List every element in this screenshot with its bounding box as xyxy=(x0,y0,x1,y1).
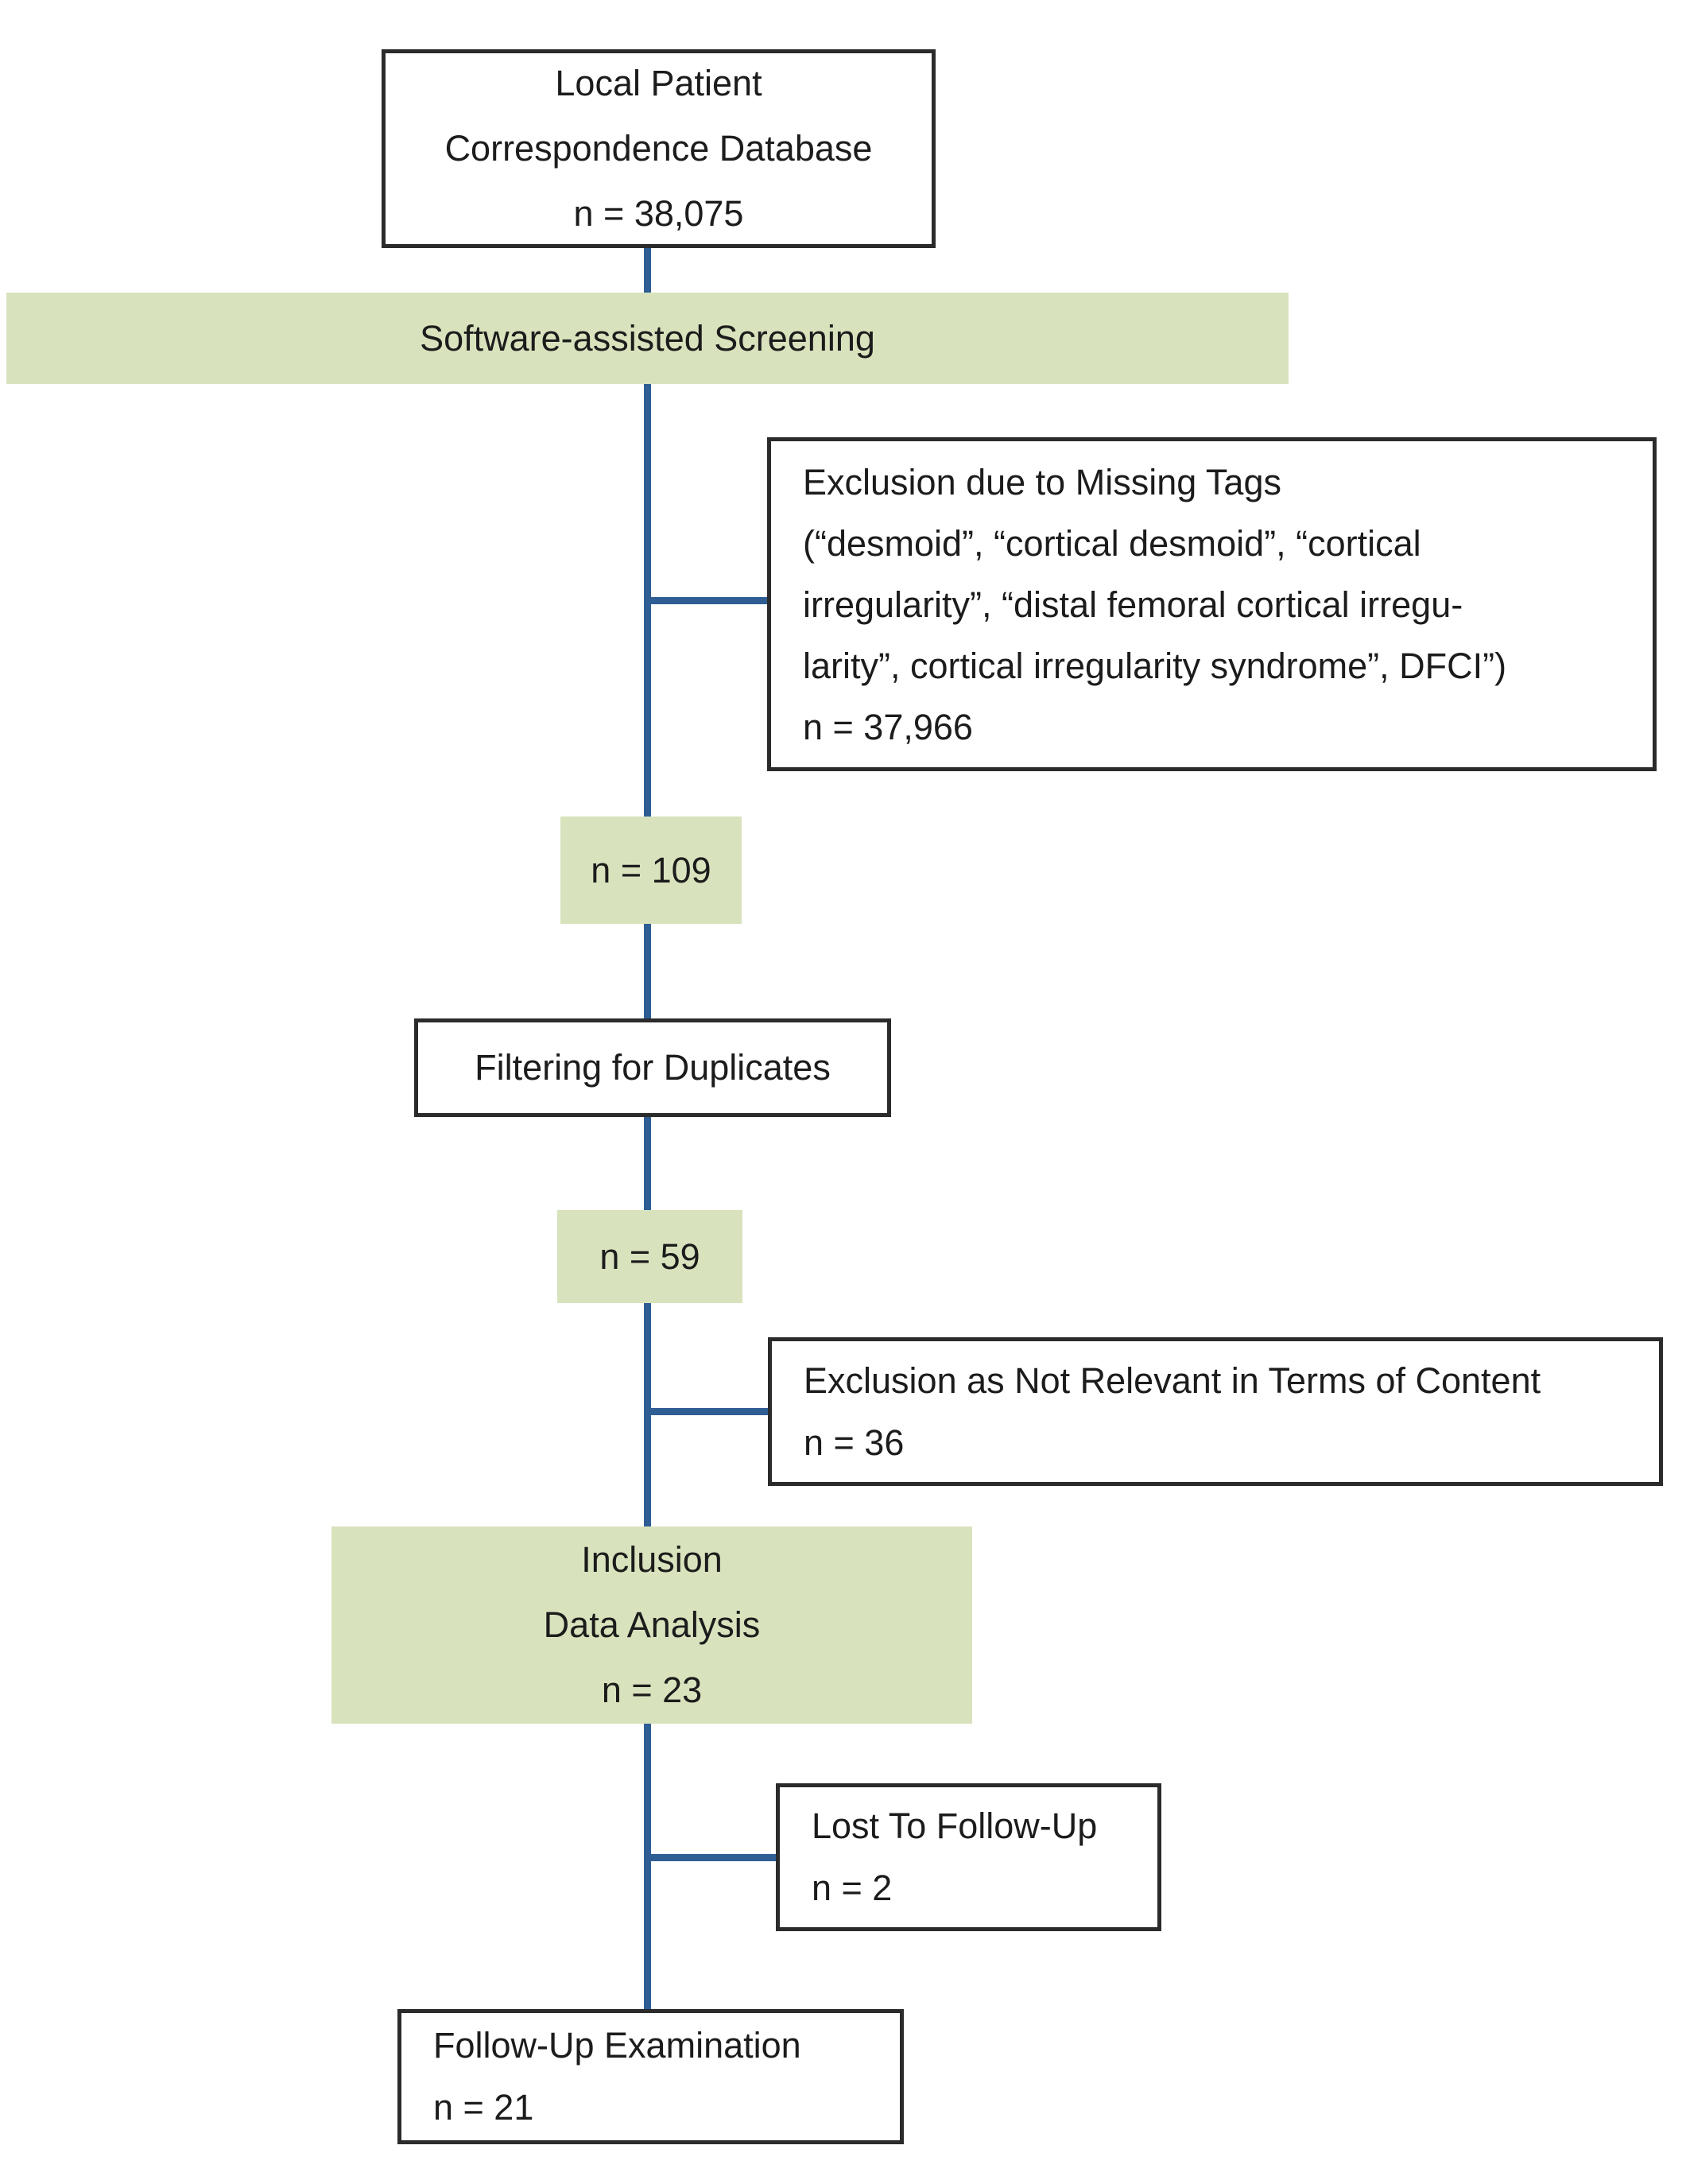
connector-branch-exclusion-missing-tags xyxy=(645,597,771,604)
connector-branch-lost-to-follow-up xyxy=(645,1854,782,1861)
node-line: Lost To Follow-Up xyxy=(812,1806,1098,1846)
stage-banner-label: Software-assisted Screening xyxy=(420,317,875,359)
connector-filtering-to-n59 xyxy=(644,1114,651,1213)
node-line: Exclusion as Not Relevant in Terms of Co… xyxy=(804,1360,1541,1401)
node-line: irregularity”, “distal femoral cortical … xyxy=(803,584,1463,625)
connector-inclusion-to-followup xyxy=(644,1720,651,2012)
node-count-n109: n = 109 xyxy=(560,817,742,924)
connector-branch-exclusion-not-relevant xyxy=(645,1408,771,1415)
node-count: n = 109 xyxy=(591,849,711,890)
node-local-patient-database: Local Patient Correspondence Database n … xyxy=(382,49,936,248)
node-line: Data Analysis xyxy=(543,1604,761,1645)
node-count: n = 2 xyxy=(812,1868,893,1908)
node-line: Filtering for Duplicates xyxy=(475,1047,831,1088)
node-inclusion-data-analysis: Inclusion Data Analysis n = 23 xyxy=(331,1526,972,1724)
node-count: n = 36 xyxy=(804,1422,905,1463)
node-line: larity”, cortical irregularity syndrome”… xyxy=(803,645,1507,686)
node-exclusion-not-relevant: Exclusion as Not Relevant in Terms of Co… xyxy=(768,1337,1663,1486)
node-count-n59: n = 59 xyxy=(557,1210,742,1303)
node-line: Correspondence Database xyxy=(444,128,873,169)
node-line: Exclusion due to Missing Tags xyxy=(803,461,1281,502)
node-count: n = 38,075 xyxy=(573,193,744,234)
connector-n109-to-filtering xyxy=(644,921,651,1022)
connector-database-to-screening xyxy=(644,245,651,296)
node-count: n = 23 xyxy=(601,1670,703,1710)
node-lost-to-follow-up: Lost To Follow-Up n = 2 xyxy=(776,1783,1161,1931)
node-filtering-for-duplicates: Filtering for Duplicates xyxy=(414,1018,891,1117)
node-follow-up-examination: Follow-Up Examination n = 21 xyxy=(397,2009,904,2144)
node-software-assisted-screening: Software-assisted Screening xyxy=(6,293,1289,384)
node-count: n = 37,966 xyxy=(803,706,973,747)
node-count: n = 59 xyxy=(599,1236,700,1277)
node-line: Local Patient xyxy=(555,63,762,103)
node-line: Follow-Up Examination xyxy=(433,2025,801,2066)
node-count: n = 21 xyxy=(433,2087,534,2128)
node-line: (“desmoid”, “cortical desmoid”, “cortica… xyxy=(803,522,1421,564)
node-line: Inclusion xyxy=(581,1539,723,1580)
node-exclusion-missing-tags: Exclusion due to Missing Tags (“desmoid”… xyxy=(767,437,1657,771)
